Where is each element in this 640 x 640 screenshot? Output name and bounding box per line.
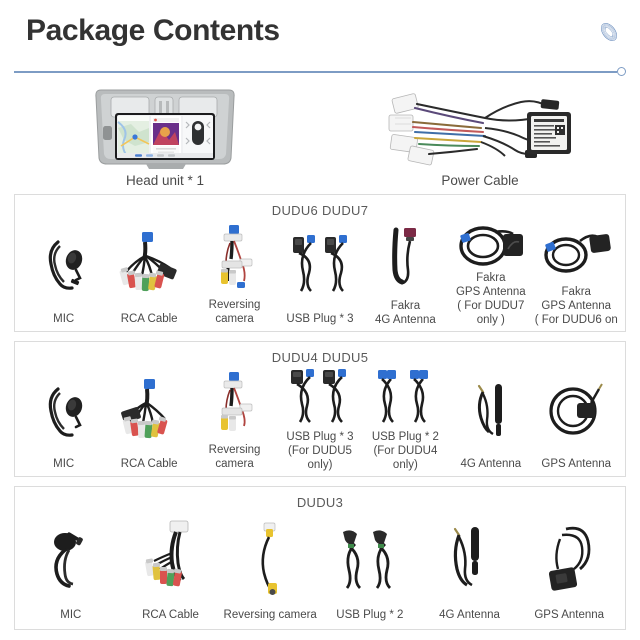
item-label: USB Plug * 2 (For DUDU4 only) [371,430,439,471]
item-fakra-4g-antenna: Fakra 4G Antenna [363,218,448,330]
item-label: GPS Antenna [541,457,612,470]
item-4g-antenna: 4G Antenna [420,510,520,626]
item-rca-cable: RCA Cable [106,365,191,475]
item-usb-plug-dudu5: USB Plug * 3 (For DUDU5 only) [277,365,362,475]
item-fakra-gps-antenna-dudu7: Fakra GPS Antenna ( For DUDU7 only ) [448,218,533,330]
microphone-photo [21,510,121,608]
header-divider [14,67,626,77]
gps-antenna-photo [519,510,619,608]
item-rca-cable: RCA Cable [106,218,191,330]
item-mic: MIC [21,510,121,626]
section-items: MIC [15,510,625,626]
item-4g-antenna: 4G Antenna [448,365,533,475]
item-label: MIC [60,608,82,621]
divider-line [14,71,617,73]
power-cable-harness-photo [385,84,575,170]
gps-antenna-photo [534,365,619,457]
hero-item-label: Power Cable [441,173,519,188]
item-label: Reversing camera [223,608,317,621]
section-items: MIC [15,218,625,330]
item-label: MIC [53,457,75,470]
fakra-4g-antenna-photo [363,218,448,299]
item-label: RCA Cable [120,312,178,325]
divider-end-dot [617,67,626,76]
4g-antenna-photo [420,510,520,608]
item-usb-plug-dudu4: USB Plug * 2 (For DUDU4 only) [363,365,448,475]
item-reversing-camera: Reversing camera [192,218,277,330]
item-rca-cable: RCA Cable [121,510,221,626]
hero-item-power-cable: Power Cable [330,76,630,188]
fakra-gps-antenna-photo [534,218,619,285]
item-label: RCA Cable [120,457,178,470]
item-label: USB Plug * 2 [336,608,404,621]
section-header: DUDU3 [296,495,344,510]
item-label: Fakra GPS Antenna ( For DUDU7 only ) [455,271,526,326]
item-label: 4G Antenna [460,457,522,470]
reversing-camera-single-photo [220,510,320,608]
item-label: USB Plug * 3 [286,312,354,325]
rca-cable-photo [106,365,191,457]
section-panel-dudu3: DUDU3 MIC [14,486,626,630]
item-mic: MIC [21,365,106,475]
item-fakra-gps-antenna-dudu6: Fakra GPS Antenna ( For DUDU6 on [534,218,619,330]
item-label: GPS Antenna [534,608,605,621]
section-panel-dudu4-dudu5: DUDU4 DUDU5 MIC [14,341,626,477]
item-label: 4G Antenna [439,608,500,621]
car-head-unit-photo [91,84,239,170]
section-items: MIC [15,365,625,475]
hero-row: Head unit * 1 [0,76,640,188]
hero-item-head-unit: Head unit * 1 [0,76,330,188]
microphone-photo [21,365,106,457]
microphone-photo [21,218,106,312]
page-header: Package Contents [0,0,640,58]
item-gps-antenna: GPS Antenna [519,510,619,626]
item-label: Fakra 4G Antenna [375,299,436,326]
rca-cable-photo [106,218,191,312]
section-header: DUDU4 DUDU5 [271,350,369,365]
rca-cable-photo [121,510,221,608]
item-label: RCA Cable [142,608,199,621]
section-header: DUDU6 DUDU7 [271,203,369,218]
page-title: Package Contents [26,14,280,47]
item-label: MIC [53,312,75,325]
hero-item-label: Head unit * 1 [125,173,205,188]
item-gps-antenna: GPS Antenna [534,365,619,475]
item-label: USB Plug * 3 (For DUDU5 only) [286,430,354,471]
section-panel-dudu6-dudu7: DUDU6 DUDU7 MIC [14,194,626,332]
4g-antenna-photo [448,365,533,457]
item-usb-plug: USB Plug * 2 [320,510,420,626]
item-usb-plug: USB Plug * 3 [277,218,362,330]
reversing-camera-photo [192,365,277,443]
usb-plug-photo [277,218,362,312]
item-label: Reversing camera [208,298,261,325]
item-reversing-camera: Reversing camera [220,510,320,626]
item-label: Fakra GPS Antenna ( For DUDU6 on [534,285,618,326]
usb-plug-photo [277,365,362,430]
item-label: Reversing camera [208,443,261,470]
usb-plug-photo [363,365,448,430]
usb-plug-photo [320,510,420,608]
reversing-camera-photo [192,218,277,298]
spiral-coil-icon [595,18,623,46]
item-reversing-camera: Reversing camera [192,365,277,475]
fakra-gps-antenna-photo [448,218,533,271]
item-mic: MIC [21,218,106,330]
